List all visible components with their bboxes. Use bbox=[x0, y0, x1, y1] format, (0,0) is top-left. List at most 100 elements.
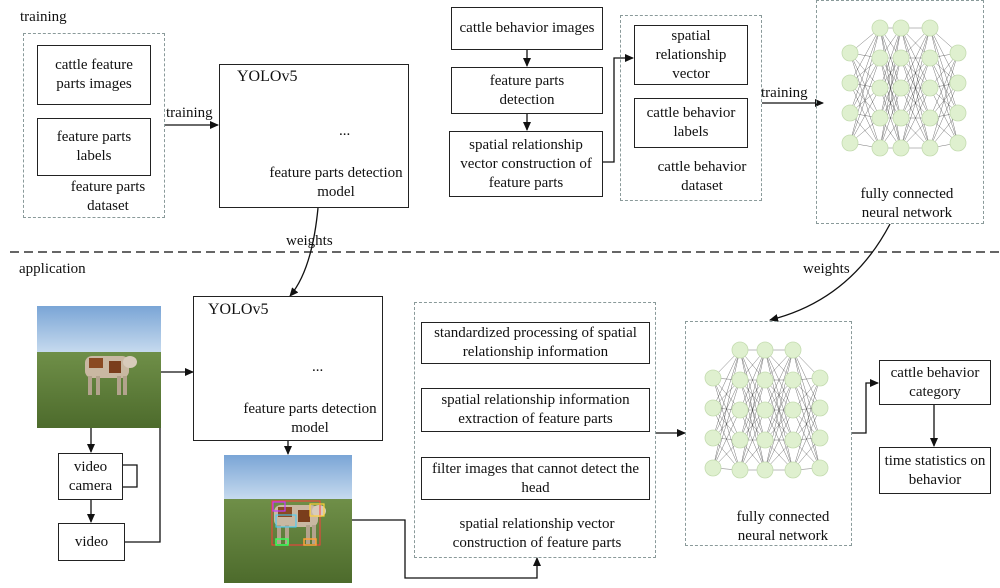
pipeline-step3-box: spatial relationship vector construction… bbox=[449, 131, 603, 197]
processing-caption: spatial relationship vector construction… bbox=[452, 516, 622, 551]
edge-video-to-yolo bbox=[125, 368, 194, 543]
nn-connection bbox=[849, 87, 881, 144]
nn-connection bbox=[900, 57, 931, 149]
nn-node bbox=[871, 49, 889, 67]
behavior-category-box: cattle behavior category bbox=[879, 360, 991, 405]
yolo-model-box-top bbox=[219, 64, 409, 208]
nn-node bbox=[731, 341, 749, 359]
nn-connection bbox=[712, 409, 741, 469]
nn-connection bbox=[739, 379, 766, 471]
nn-connection bbox=[792, 407, 821, 471]
nn-caption-bottom: fully connected neural network bbox=[736, 509, 830, 544]
edge-nn-to-category bbox=[852, 379, 879, 434]
feature-labels-label: feature parts labels bbox=[56, 129, 132, 164]
yolo-model-box-bottom bbox=[193, 296, 383, 441]
nn-connection bbox=[879, 87, 902, 149]
edge-result-to-processing bbox=[352, 519, 541, 579]
nn-node bbox=[949, 134, 967, 152]
nn-node bbox=[892, 139, 910, 157]
behavior-dataset-container bbox=[620, 15, 762, 201]
nn-connection bbox=[712, 349, 741, 439]
nn-connection bbox=[879, 27, 902, 119]
nn-node bbox=[784, 461, 802, 479]
nn-node bbox=[871, 109, 889, 127]
nn-connection bbox=[764, 349, 794, 471]
feature-images-label: cattle feature parts images bbox=[55, 57, 133, 92]
nn-node bbox=[841, 74, 859, 92]
video-camera-label: video camera bbox=[68, 458, 113, 494]
nn-node bbox=[921, 49, 939, 67]
nn-node bbox=[871, 79, 889, 97]
nn-node bbox=[731, 401, 749, 419]
nn-node bbox=[921, 19, 939, 37]
nn-node bbox=[949, 104, 967, 122]
nn-connection bbox=[712, 379, 741, 469]
cattle-input-photo bbox=[37, 306, 161, 428]
nn-node bbox=[784, 341, 802, 359]
nn-node bbox=[784, 371, 802, 389]
nn-connection bbox=[849, 27, 881, 144]
nn-node bbox=[892, 19, 910, 37]
time-statistics-box: time statistics on behavior bbox=[879, 447, 991, 494]
pipeline-step2-box: feature parts detection bbox=[451, 67, 603, 114]
nn-caption-top: fully connected neural network bbox=[860, 186, 954, 221]
pipeline-step1-label: cattle behavior images bbox=[459, 20, 595, 36]
yolo-ellipsis-bottom: ... bbox=[312, 359, 324, 375]
nn-connection bbox=[849, 27, 881, 84]
behavior-dataset-caption: cattle behavior dataset bbox=[657, 159, 747, 194]
pipeline-step2-label: feature parts detection bbox=[489, 72, 565, 108]
nn-container-bottom bbox=[685, 321, 852, 546]
nn-connection bbox=[764, 379, 794, 471]
time-statistics-label: time statistics on behavior bbox=[884, 452, 986, 488]
nn-connection bbox=[929, 52, 959, 149]
nn-connection bbox=[739, 349, 766, 441]
edge-label-training-1: training bbox=[166, 105, 213, 121]
nn-connection bbox=[849, 27, 881, 114]
nn-connection bbox=[900, 27, 931, 119]
yolo-caption-bottom: feature parts detection model bbox=[243, 401, 377, 436]
nn-node bbox=[949, 74, 967, 92]
nn-connection bbox=[739, 349, 766, 411]
nn-node bbox=[756, 371, 774, 389]
nn-connection bbox=[739, 349, 766, 471]
nn-node bbox=[784, 401, 802, 419]
processing-step1-label: standardized processing of spatial relat… bbox=[434, 325, 637, 360]
nn-node bbox=[841, 104, 859, 122]
feature-dataset-caption: feature parts dataset bbox=[70, 179, 146, 214]
nn-connection bbox=[849, 57, 881, 144]
nn-node bbox=[871, 139, 889, 157]
nn-connection bbox=[900, 27, 931, 89]
nn-connection bbox=[879, 57, 902, 149]
yolo-caption-top: feature parts detection model bbox=[269, 165, 403, 200]
nn-node bbox=[731, 461, 749, 479]
nn-node bbox=[704, 459, 722, 477]
nn-node bbox=[871, 19, 889, 37]
edge-label-training-2: training bbox=[761, 85, 808, 101]
processing-step3-box: filter images that cannot detect the hea… bbox=[421, 457, 650, 500]
yolo-title-bottom: YOLOv5 bbox=[208, 301, 269, 318]
nn-connection bbox=[739, 409, 766, 471]
nn-connection bbox=[792, 377, 821, 471]
nn-container-top bbox=[816, 0, 984, 224]
nn-node bbox=[841, 134, 859, 152]
processing-container bbox=[414, 302, 656, 558]
pipeline-step1-box: cattle behavior images bbox=[451, 7, 603, 50]
video-camera-box: video camera bbox=[58, 453, 123, 500]
nn-node bbox=[756, 461, 774, 479]
camera-side-bracket bbox=[123, 464, 138, 488]
nn-node bbox=[811, 399, 829, 417]
nn-node bbox=[704, 429, 722, 447]
nn-connection bbox=[929, 82, 959, 149]
nn-node bbox=[756, 341, 774, 359]
edge-label-weights-1: weights bbox=[286, 233, 333, 249]
nn-node bbox=[841, 44, 859, 62]
nn-node bbox=[811, 369, 829, 387]
edge-yolo-weights bbox=[289, 207, 319, 297]
nn-connection bbox=[879, 27, 902, 89]
nn-node bbox=[811, 429, 829, 447]
feature-images-box: cattle feature parts images bbox=[37, 45, 151, 105]
nn-connection bbox=[764, 349, 794, 441]
nn-node bbox=[921, 139, 939, 157]
pipeline-step3-label: spatial relationship vector construction… bbox=[460, 136, 592, 191]
edge-step3-to-behavior-dataset bbox=[603, 54, 634, 163]
